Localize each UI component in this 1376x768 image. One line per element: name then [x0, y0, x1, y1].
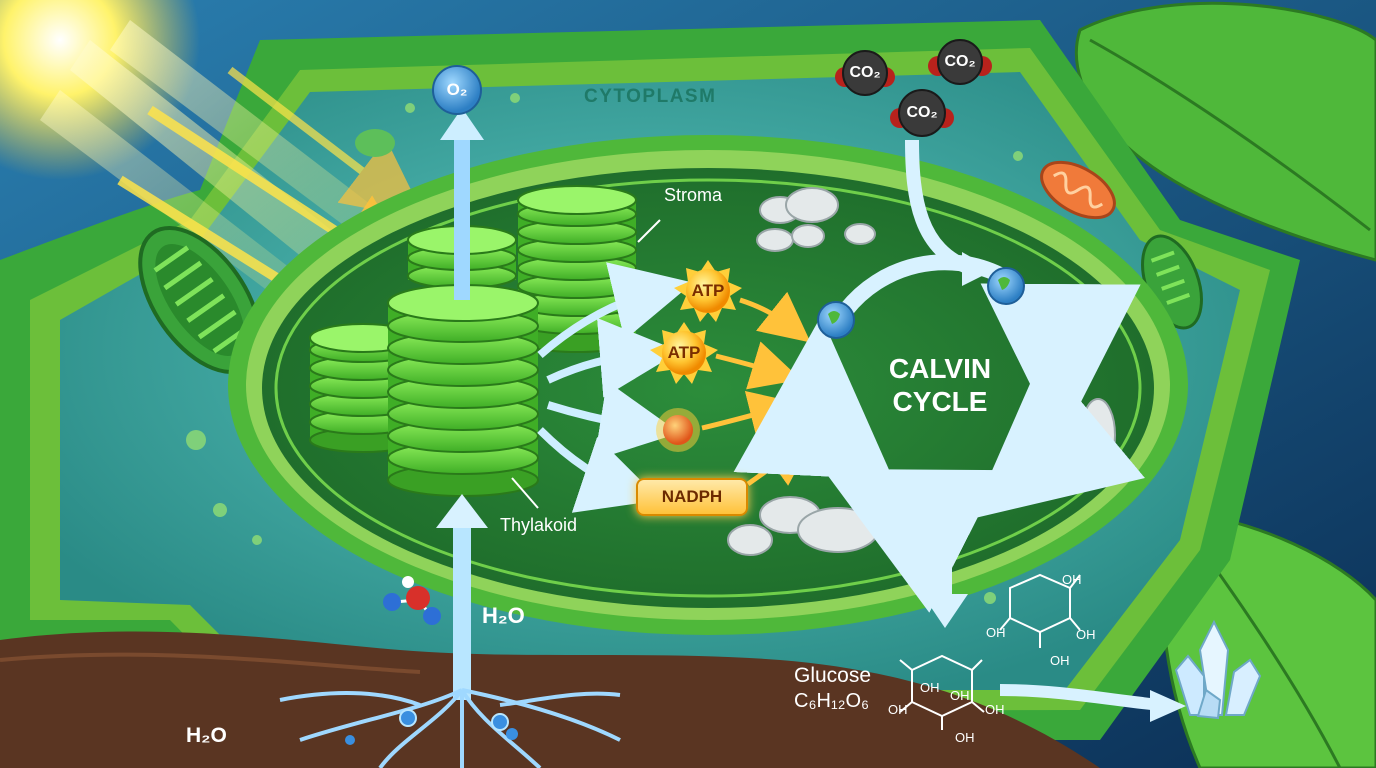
hydroxyl-label: OH [1050, 653, 1070, 668]
mitochondrion-icon [1040, 160, 1116, 220]
atp-burst-1 [674, 260, 742, 322]
hydroxyl-label: OH [986, 625, 1006, 640]
glucose-formula: C₆H₁₂O₆ [794, 690, 870, 712]
co2-label-3: CO₂ [906, 104, 938, 121]
light-reaction-arrows [537, 262, 694, 513]
glucose-ring-2 [899, 654, 985, 730]
thylakoid-leader-line [511, 477, 539, 509]
hydroxyl-label: OH [985, 702, 1005, 717]
calvin-cycle-label: CALVIN CYCLE [888, 353, 992, 417]
oxygen-molecule [432, 65, 482, 115]
storage-arrow [999, 684, 1161, 711]
hydroxyl-label: OH [955, 730, 975, 745]
co2-label-2: CO₂ [944, 53, 976, 70]
calvin-molecule-2 [987, 267, 1025, 305]
hydroxyl-label: OH [1062, 572, 1082, 587]
water-molecule-icon [383, 576, 441, 625]
co2-molecule-1 [835, 50, 895, 96]
grana-stack-front [387, 284, 539, 497]
water-label-bottom: H₂O [186, 724, 227, 747]
thylakoid-label: Thylakoid [500, 515, 578, 535]
atp-label-2: ATP [667, 343, 701, 362]
hydroxyl-label: OH [1076, 627, 1096, 642]
nadph-label: NADPH [636, 478, 748, 516]
glucose-label: Glucose [794, 664, 872, 687]
co2-molecule-3 [890, 89, 954, 137]
hydroxyl-label: OH [888, 702, 908, 717]
soil [0, 631, 1100, 768]
stroma-label: Stroma [664, 185, 723, 205]
hydroxyl-label: OH [950, 688, 970, 703]
atp-burst-2 [650, 322, 718, 384]
vesicle [355, 129, 395, 157]
glucose-crystal-icon [1174, 619, 1262, 720]
oxygen-label: O₂ [446, 80, 468, 99]
hydroxyl-label: OH [920, 680, 940, 695]
atp-label-1: ATP [691, 281, 725, 300]
cytoplasm-label: CYTOPLASM [584, 86, 717, 107]
energy-orb [656, 408, 700, 452]
calvin-molecule-1 [817, 301, 855, 339]
stroma-leader-line [637, 219, 661, 243]
calvin-cycle-ring [733, 254, 1145, 613]
glucose-ring-1 [999, 573, 1081, 648]
co2-molecule-2 [928, 39, 992, 85]
co2-label-1: CO₂ [849, 64, 881, 81]
water-label-top: H₂O [482, 603, 525, 628]
